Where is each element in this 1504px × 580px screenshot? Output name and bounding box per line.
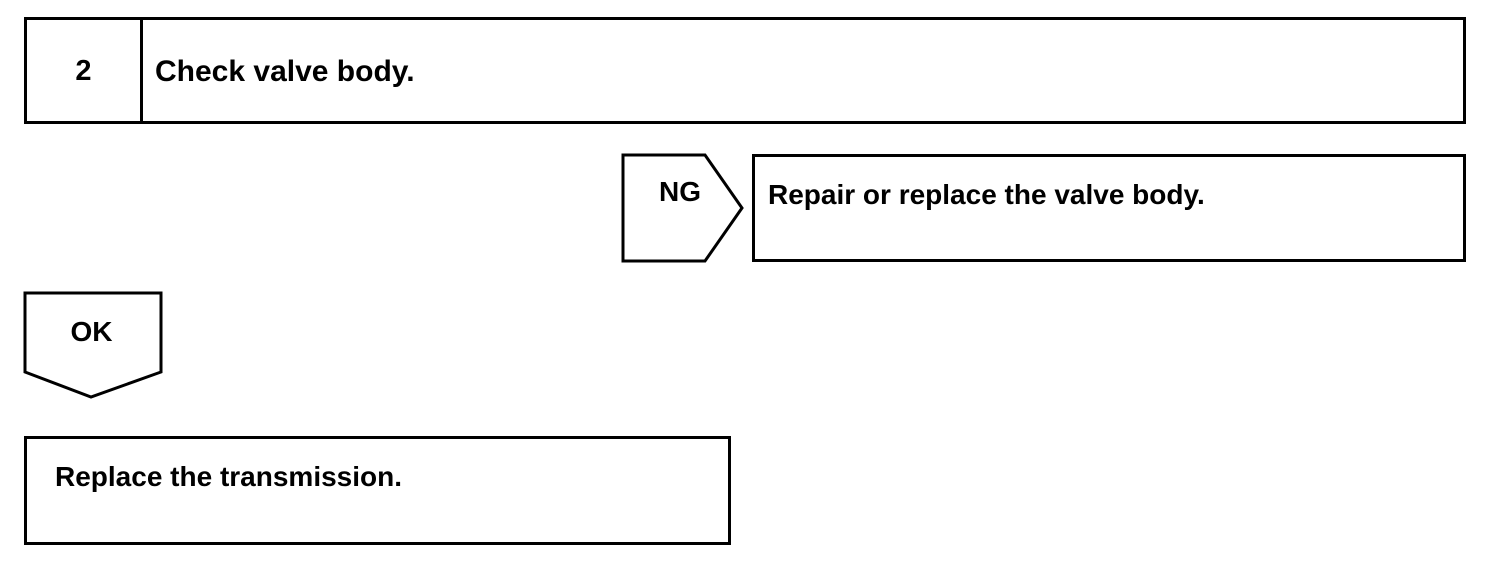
ok-arrow-shape — [23, 291, 163, 399]
ok-label: OK — [70, 316, 113, 347]
step-number: 2 — [75, 55, 92, 87]
step-title: Check valve body. — [155, 55, 415, 88]
ng-action-box: Repair or replace the valve body. — [752, 154, 1466, 262]
step-box: 2 Check valve body. — [24, 17, 1466, 124]
ng-arrow-shape — [621, 153, 744, 263]
step-divider — [140, 20, 143, 121]
ng-action-text: Repair or replace the valve body. — [768, 179, 1205, 210]
ng-label: NG — [659, 176, 701, 207]
ok-action-box: Replace the transmission. — [24, 436, 731, 545]
ok-action-text: Replace the transmission. — [55, 461, 403, 492]
